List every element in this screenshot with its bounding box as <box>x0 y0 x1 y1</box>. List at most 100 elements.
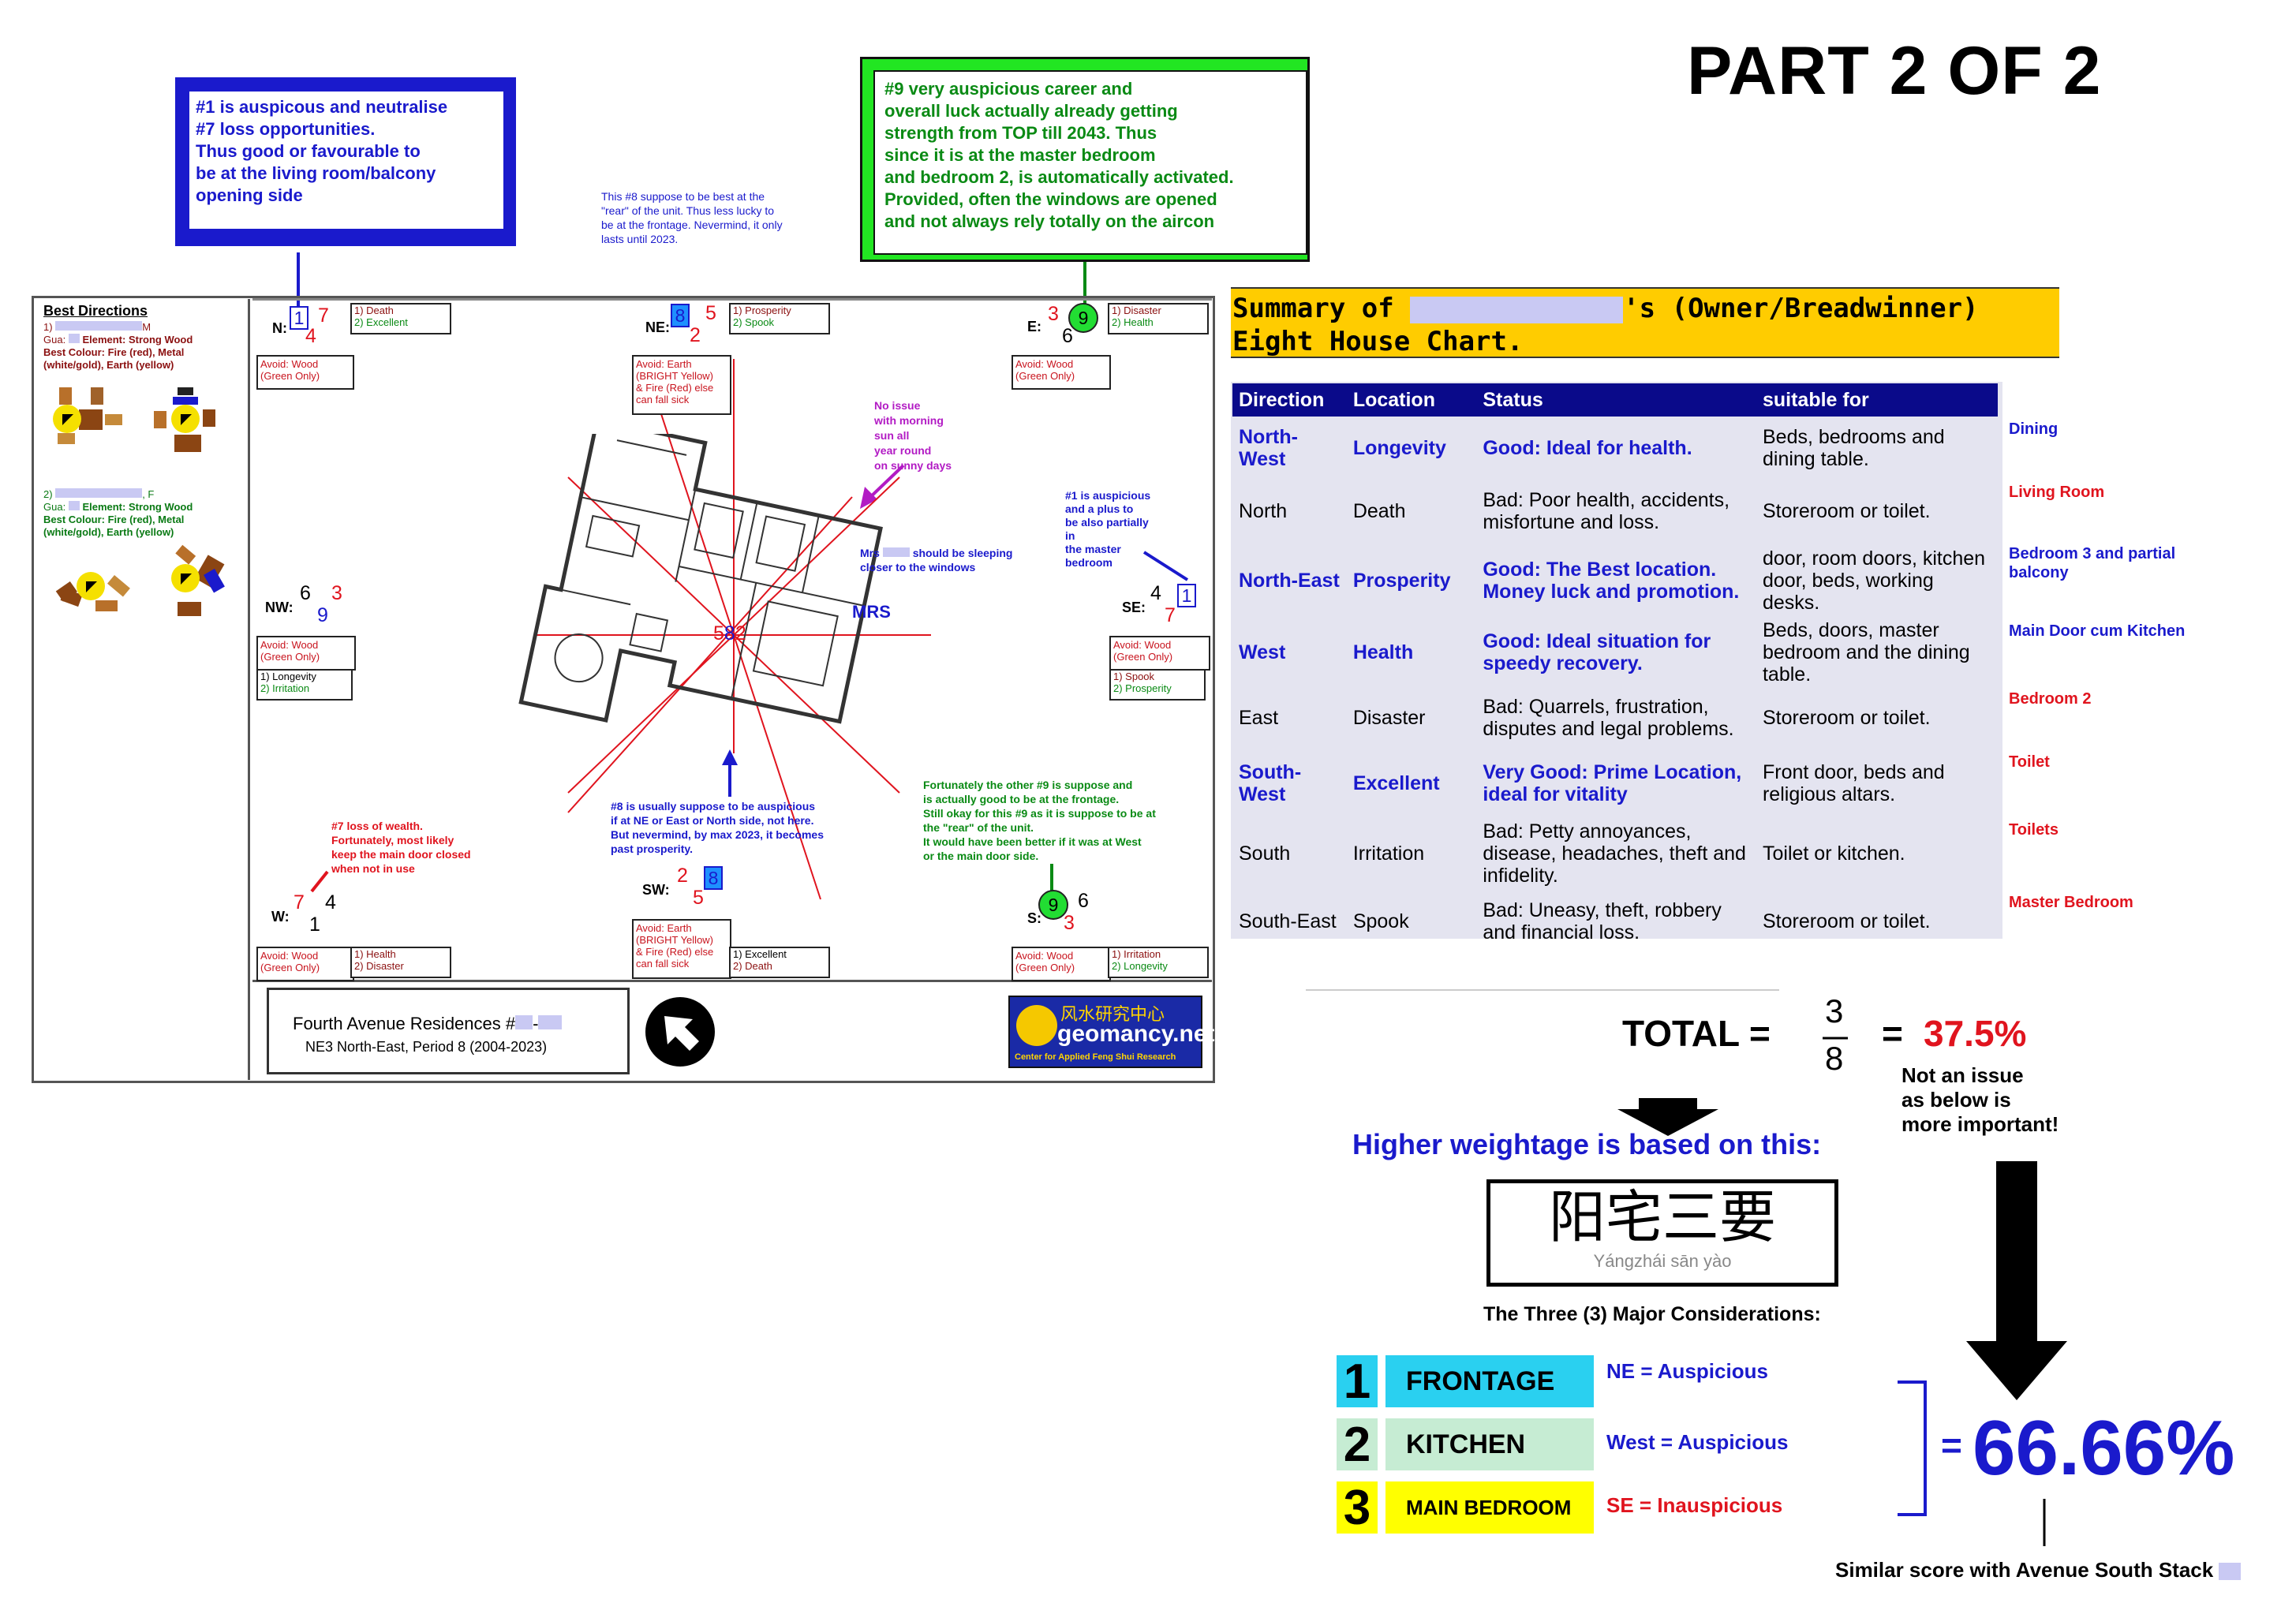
note-se: #1 is auspicious and a plus to be also p… <box>1065 489 1150 570</box>
legend-p2-gua: Gua: <box>43 501 66 513</box>
legend-p1-num: 1) <box>43 321 53 333</box>
eight-house-table: Direction Location Status suitable for N… <box>1232 383 1998 953</box>
cell-suitable: Storeroom or toilet. <box>1762 910 1931 932</box>
s-note-5: It would have been better if it was at W… <box>923 835 1142 848</box>
total-note-3: more important! <box>1901 1112 2059 1136</box>
cell-status: Good: The Best location. Money luck and … <box>1483 559 1740 603</box>
sw-note-2: if at NE or East or North side, not here… <box>611 814 814 827</box>
note-8-line-2: "rear" of the unit. Thus less lucky to <box>601 204 775 217</box>
sw-note-3: But nevermind, by max 2023, it becomes <box>611 828 824 841</box>
room-note: Living Room <box>2009 484 2105 501</box>
total-pct: 37.5% <box>1924 1013 2027 1054</box>
score-eq: = <box>1941 1425 1962 1466</box>
similar-score: Similar score with Avenue South Stack <box>1835 1558 2242 1582</box>
sector-nw-avoid-1: Avoid: Wood <box>260 639 319 651</box>
legend-p2-sex: , F <box>142 488 155 500</box>
morning-line-5: on sunny days <box>874 459 952 472</box>
cell-suitable: Storeroom or toilet. <box>1762 500 1931 522</box>
sw-note-1: #8 is usually suppose to be auspicious <box>611 800 816 813</box>
total-numerator: 3 <box>1825 992 1844 1029</box>
weightage-heading: Higher weightage is based on this: <box>1352 1128 1822 1160</box>
w-note-2: Fortunately, most likely <box>331 834 454 846</box>
sector-ne-star-a: 8 <box>671 304 690 327</box>
total-label: TOTAL = <box>1622 1013 1771 1054</box>
sector-s-star-a: 9 <box>1038 890 1068 920</box>
sector-e-l1: 1) Disaster <box>1112 304 1161 316</box>
geomancy-logo: 风水研究中心 geomancy.net Center for Applied F… <box>1008 996 1215 1068</box>
center-stars: 582 <box>713 624 746 644</box>
center-star-b: 8 <box>724 622 735 644</box>
consideration-label: FRONTAGE <box>1385 1355 1594 1407</box>
sw-note-4: past prosperity. <box>611 842 693 855</box>
total-note-2: as below is <box>1901 1088 2011 1111</box>
cell-direction: North <box>1239 500 1288 522</box>
green-line-3: strength from TOP till 2043. Thus <box>884 123 1157 143</box>
sector-sw-label: SW: <box>642 882 670 898</box>
summary-title-c: Eight House Chart. <box>1232 326 1524 357</box>
blue-line-1: #1 is auspicous and neutralise <box>196 97 448 117</box>
header-status: Status <box>1483 389 1543 411</box>
s-note-6: or the main door side. <box>923 850 1039 862</box>
chart-bottom-divider <box>252 980 1212 982</box>
cell-status: Bad: Petty annoyances, disease, headache… <box>1483 820 1746 887</box>
sector-s-star-c: 3 <box>1064 912 1075 934</box>
cell-suitable: Storeroom or toilet. <box>1762 707 1931 729</box>
cell-direction: West <box>1239 641 1286 663</box>
note-8-line-4: lasts until 2023. <box>601 233 679 245</box>
header-suitable: suitable for <box>1762 389 1869 411</box>
total-eq: = <box>1882 1013 1903 1054</box>
summary-table-bg <box>1231 382 2002 939</box>
sector-e-star-a: 3 <box>1048 303 1059 325</box>
green-line-2: overall luck actually already getting <box>884 101 1178 121</box>
note-morning-sun: No issue with morning sun all year round… <box>874 398 952 473</box>
sector-ne-l2: 2) Spook <box>733 316 775 328</box>
se-note-4: in <box>1065 529 1075 542</box>
morning-line-1: No issue <box>874 399 921 412</box>
residence-period: NE3 North-East, Period 8 (2004-2023) <box>305 1039 548 1055</box>
green-line-4: since it is at the master bedroom <box>884 145 1156 165</box>
sector-s-avoid-1: Avoid: Wood <box>1015 950 1074 962</box>
summary-title-a: Summary of <box>1232 293 1394 324</box>
table-header: Direction Location Status suitable for <box>1232 383 1998 417</box>
summary-title-b: 's (Owner/Breadwinner) <box>1623 293 1979 324</box>
sector-se-avoid: Avoid: Wood (Green Only) <box>1109 636 1210 671</box>
legend-p2-colour: Best Colour: Fire (red), Metal (white/go… <box>43 514 185 538</box>
cell-direction: South <box>1239 842 1291 865</box>
sector-se-l2: 2) Prosperity <box>1113 682 1172 694</box>
summary-title: Summary of 's (Owner/Breadwinner) Eight … <box>1231 287 2059 358</box>
sector-se-label: SE: <box>1122 600 1146 615</box>
cell-location: Prosperity <box>1352 570 1451 592</box>
room-note: Bedroom 2 <box>2009 690 2092 708</box>
w-note-1: #7 loss of wealth. <box>331 820 423 832</box>
green-line-5: and bedroom 2, is automatically activate… <box>884 167 1234 187</box>
cell-location: Excellent <box>1352 772 1440 794</box>
sector-n-avoid-2: (Green Only) <box>260 370 320 382</box>
room-note: Toilet <box>2009 753 2050 771</box>
blue-line-3: Thus good or favourable to <box>196 141 421 161</box>
floor-plan <box>517 417 927 749</box>
cell-status: Bad: Poor health, accidents, misfortune … <box>1483 489 1730 533</box>
sector-sw-l1: 1) Excellent <box>733 948 787 960</box>
sector-nw-avoid: Avoid: Wood (Green Only) <box>256 636 356 671</box>
sector-w-avoid-2: (Green Only) <box>260 962 320 973</box>
total-note-1: Not an issue <box>1901 1063 2024 1087</box>
cell-direction: South-West <box>1239 761 1302 805</box>
cell-status: Bad: Quarrels, frustration, disputes and… <box>1483 696 1734 740</box>
sector-sw-star-c: 5 <box>693 887 704 909</box>
s-note-3: Still okay for this #9 as it is suppose … <box>923 807 1156 820</box>
se-note-1: #1 is auspicious <box>1065 489 1151 502</box>
sector-n-l2: 2) Excellent <box>354 316 408 328</box>
sector-ne-l1: 1) Prosperity <box>733 304 791 316</box>
sector-se-l1: 1) Spook <box>1113 671 1155 682</box>
cell-status: Good: Ideal situation for speedy recover… <box>1483 630 1711 674</box>
cell-direction: East <box>1239 707 1279 729</box>
mrs-sleep-c: closer to the windows <box>860 561 976 573</box>
sector-e-avoid-2: (Green Only) <box>1015 370 1075 382</box>
note-s: Fortunately the other #9 is suppose and … <box>923 778 1156 863</box>
sector-se-star-b: 1 <box>1177 584 1196 607</box>
legend-title: Best Directions <box>43 303 148 319</box>
note-sw: #8 is usually suppose to be auspicious i… <box>611 799 824 856</box>
